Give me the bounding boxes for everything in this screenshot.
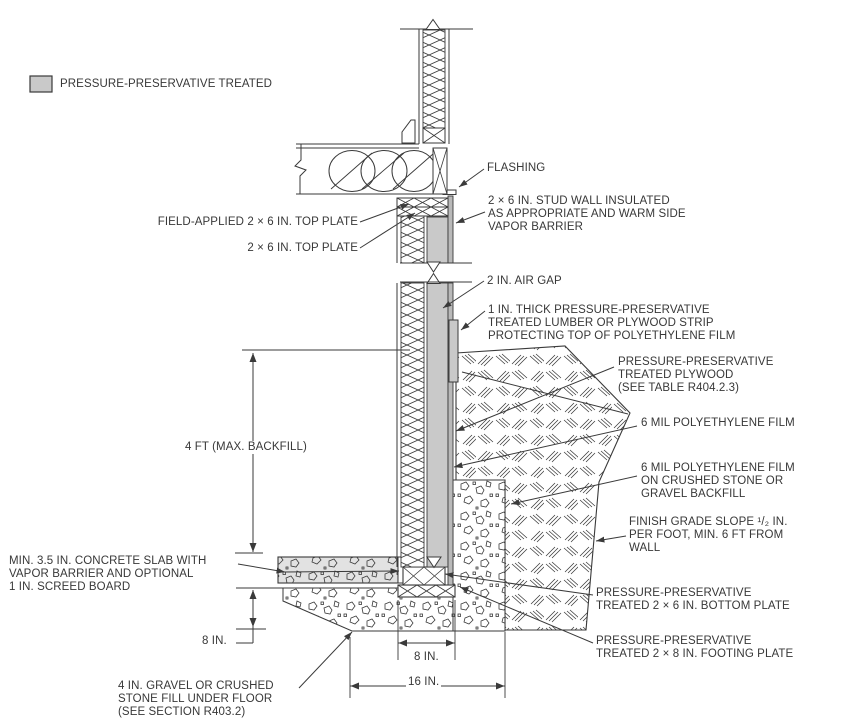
protective-strip-1in <box>448 319 459 383</box>
label-poly-film: 6 MIL POLYETHYLENE FILM <box>641 417 795 429</box>
poly-film-layer <box>447 282 454 586</box>
label-stud-wall: 2 × 6 IN. STUD WALL INSULATED AS APPROPR… <box>488 195 686 233</box>
label-finish-grade: FINISH GRADE SLOPE ¹/₂ IN. PER FOOT, MIN… <box>629 516 788 554</box>
label-bottom-plate: PRESSURE-PRESERVATIVE TREATED 2 × 6 IN. … <box>596 587 790 612</box>
treated-plywood-wall <box>426 282 449 568</box>
label-poly-film-stone: 6 MIL POLYETHYLENE FILM ON CRUSHED STONE… <box>641 462 795 500</box>
label-treated-plywood: PRESSURE-PRESERVATIVE TREATED PLYWOOD (S… <box>618 356 774 394</box>
dimension-depth-8in <box>236 587 266 644</box>
label-top-plate: 2 × 6 IN. TOP PLATE <box>247 242 358 254</box>
label-protective-strip: 1 IN. THICK PRESSURE-PRESERVATIVE TREATE… <box>488 304 736 342</box>
wall-finish-notch <box>401 119 416 144</box>
label-air-gap: 2 IN. AIR GAP <box>487 275 562 287</box>
floor-break-jog <box>294 144 307 194</box>
batt-break-top <box>426 272 441 284</box>
wall-break-symbol <box>400 261 472 283</box>
top-plates <box>396 197 449 217</box>
wall-continues-arrow <box>425 18 441 30</box>
label-flashing: FLASHING <box>487 162 546 174</box>
label-field-applied-top-plate: FIELD-APPLIED 2 × 6 IN. TOP PLATE <box>157 216 358 228</box>
crushed-stone-backfill-column <box>452 479 506 632</box>
batt-break-bottom <box>426 556 442 569</box>
label-gravel-fill: 4 IN. GRAVEL OR CRUSHED STONE FILL UNDER… <box>118 680 274 718</box>
foundation-wall-upper <box>396 195 454 264</box>
dimension-label-depth-8in: 8 IN. <box>202 635 227 647</box>
footing-plate <box>397 584 456 598</box>
legend-label: PRESSURE-PRESERVATIVE TREATED <box>60 78 273 90</box>
dimension-label-backfill: 4 FT (MAX. BACKFILL) <box>183 441 309 454</box>
dimension-label-16in: 16 IN. <box>406 676 442 689</box>
bottom-plate <box>402 566 446 586</box>
floor-framing <box>294 143 448 195</box>
foundation-wall-lower <box>396 272 459 586</box>
upper-stud-wall <box>400 18 473 144</box>
leader-lines <box>237 168 638 689</box>
dimension-label-plate-8in: 8 IN. <box>414 651 439 663</box>
coil-insulation <box>328 150 437 192</box>
label-footing-plate: PRESSURE-PRESERVATIVE TREATED 2 × 8 IN. … <box>596 635 794 660</box>
dimension-plate-8in <box>397 600 456 660</box>
label-concrete-slab: MIN. 3.5 IN. CONCRETE SLAB WITH VAPOR BA… <box>9 555 207 593</box>
legend-swatch <box>29 75 53 93</box>
concrete-slab <box>247 556 414 589</box>
wall-insulation-batt <box>400 282 425 568</box>
